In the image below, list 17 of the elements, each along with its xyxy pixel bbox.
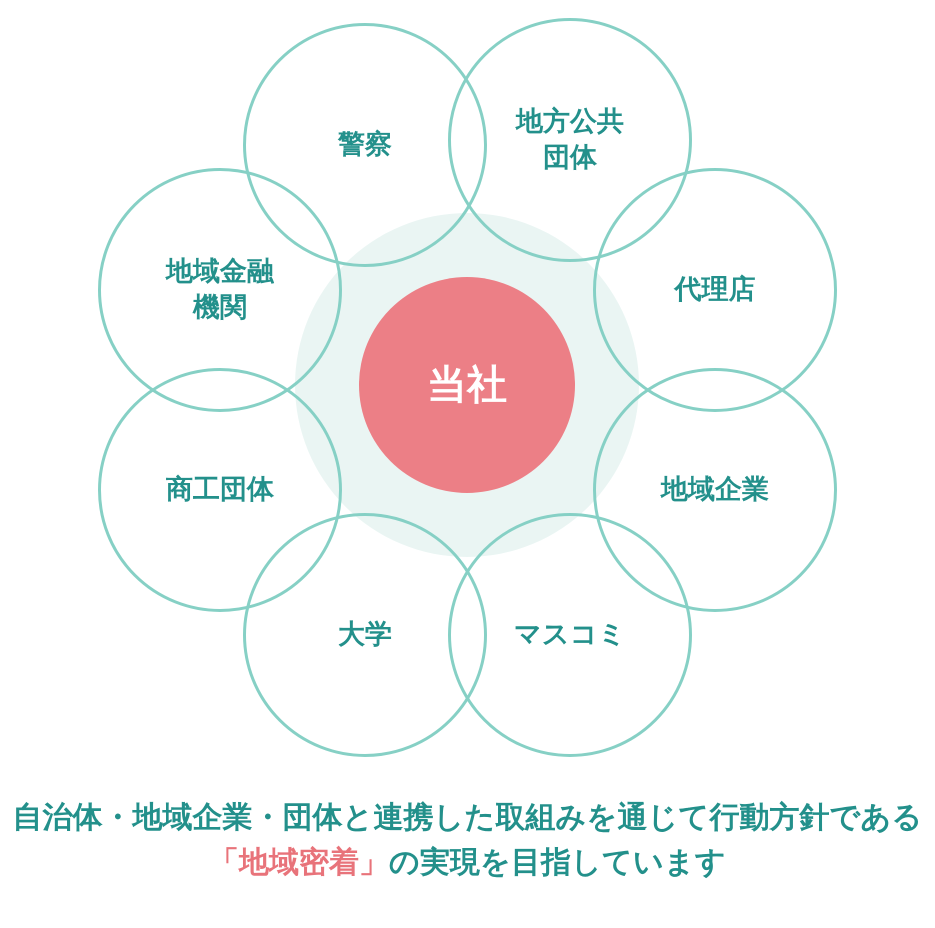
partner-circle xyxy=(593,168,837,412)
partner-circle xyxy=(593,368,837,612)
circle-label: 大学 xyxy=(338,618,392,652)
circle-label: 地域金融機関 xyxy=(164,254,275,325)
partner-circle xyxy=(448,513,692,757)
partner-circle xyxy=(98,368,342,612)
circle-label: マスコミ xyxy=(514,618,626,652)
circle-label: 地域企業 xyxy=(661,472,769,507)
partner-circle xyxy=(243,513,487,757)
circle-label: 当社 xyxy=(427,361,507,410)
circle-label: 商工団体 xyxy=(166,472,274,507)
caption-text: 自治体・地域企業・団体と連携した取組みを通じて行動方針である「地域密着」の実現を目指しています xyxy=(12,799,924,882)
partner-circle xyxy=(98,168,342,412)
circle-label: 代理店 xyxy=(674,272,756,307)
circle-label: 警察 xyxy=(338,128,392,162)
partner-circle xyxy=(448,18,692,262)
circle-label: 地方公共団体 xyxy=(514,104,625,175)
